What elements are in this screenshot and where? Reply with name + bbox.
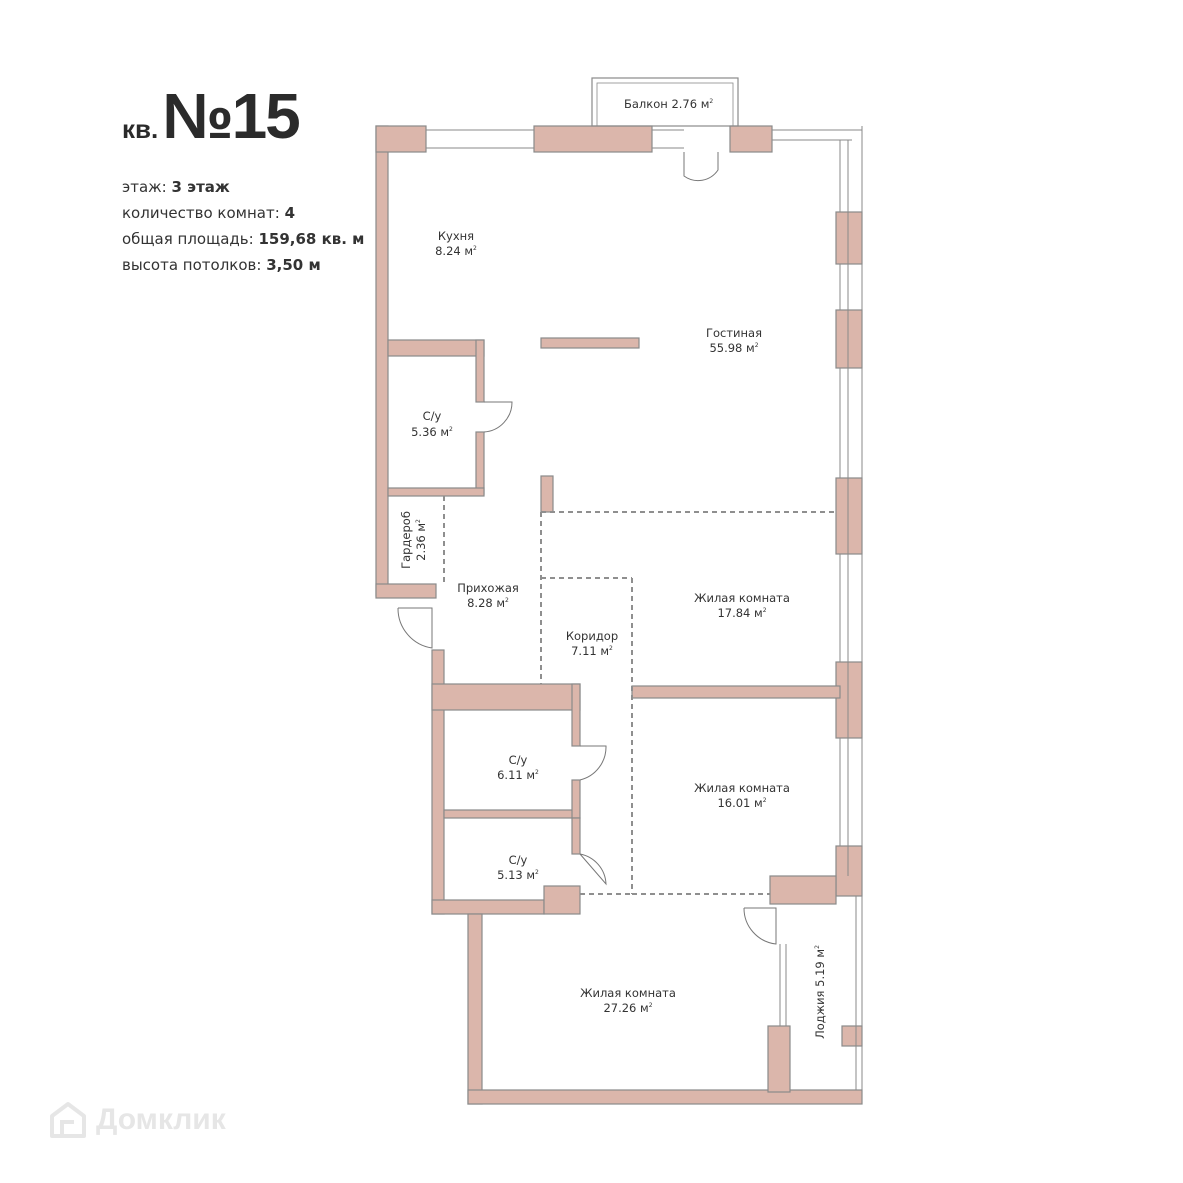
label-bedroom3: Жилая комната	[580, 986, 676, 1000]
area-bath2: 6.11 м2	[497, 768, 539, 782]
area-wardrobe: 2.36 м2	[414, 519, 428, 561]
wall-segment	[769, 875, 837, 905]
wall-segment	[387, 339, 485, 357]
area-bath3: 5.13 м2	[497, 868, 539, 882]
walls	[375, 125, 863, 1105]
apartment-info: этаж: 3 этаж количество комнат: 4 общая …	[122, 174, 364, 278]
door-balcony	[683, 152, 719, 182]
label-loggia-group: Лоджия 5.19 м2	[813, 945, 827, 1039]
wall-segment	[533, 125, 653, 153]
area-bedroom1: 17.84 м2	[717, 606, 766, 620]
door-bath2	[579, 745, 607, 781]
wall-segment	[375, 583, 437, 599]
wall-segment	[443, 809, 579, 819]
label-bath3: С/у	[509, 853, 528, 867]
door-bedroom3	[743, 907, 777, 945]
label-hall: Прихожая	[457, 581, 519, 595]
label-bedroom2: Жилая комната	[694, 781, 790, 795]
label-loggia: Лоджия 5.19 м2	[813, 945, 827, 1039]
info-ceiling: высота потолков: 3,50 м	[122, 256, 321, 274]
info-area: общая площадь: 159,68 кв. м	[122, 230, 365, 248]
door-entrance	[397, 607, 433, 649]
wall-segment	[631, 685, 841, 699]
label-bath2: С/у	[509, 753, 528, 767]
wall-segment	[467, 913, 483, 1105]
wall-segment	[375, 125, 427, 153]
wall-segment	[475, 339, 485, 403]
door-bath1	[483, 401, 513, 433]
balcony	[591, 77, 739, 127]
wall-segment	[835, 211, 863, 265]
label-kitchen: Кухня	[438, 229, 474, 243]
label-bath1: С/у	[423, 409, 442, 423]
wall-segment	[841, 1025, 863, 1047]
area-living: 55.98 м2	[709, 341, 758, 355]
wall-segment	[467, 1089, 863, 1105]
domclick-logo-icon	[50, 1102, 86, 1138]
title-prefix: кв.	[122, 114, 159, 144]
area-bedroom2: 16.01 м2	[717, 796, 766, 810]
wall-segment	[431, 899, 545, 915]
door-bath3	[579, 853, 607, 886]
info-floor: этаж: 3 этаж	[122, 178, 230, 196]
wall-segment	[729, 125, 773, 153]
area-bedroom3: 27.26 м2	[603, 1001, 652, 1015]
wall-segment	[835, 845, 863, 897]
wall-segment	[375, 125, 389, 597]
wall-segment	[475, 431, 485, 495]
wall-segment	[571, 779, 581, 819]
label-living: Гостиная	[706, 326, 762, 340]
label-corridor: Коридор	[566, 629, 618, 643]
balcony-inner	[596, 82, 734, 127]
apartment-title: кв. №15	[122, 80, 301, 152]
area-corridor: 7.11 м2	[571, 644, 613, 658]
wall-segment	[835, 477, 863, 555]
wall-segment	[835, 661, 863, 739]
wall-segment	[767, 1025, 791, 1093]
area-kitchen: 8.24 м2	[435, 244, 477, 258]
doors	[397, 152, 777, 945]
wall-segment	[571, 817, 581, 855]
info-rooms: количество комнат: 4	[122, 204, 295, 222]
zone-borders	[443, 496, 836, 895]
wall-segment	[387, 487, 485, 497]
area-hall: 8.28 м2	[467, 596, 509, 610]
watermark: Домклик	[48, 1100, 226, 1140]
watermark-text: Домклик	[96, 1103, 226, 1136]
area-bath1: 5.36 м2	[411, 425, 453, 439]
label-wardrobe: Гардероб	[399, 511, 413, 569]
label-bedroom1: Жилая комната	[694, 591, 790, 605]
apartment-number: №15	[162, 80, 301, 152]
wall-segment	[431, 683, 581, 711]
label-balcony: Балкон 2.76 м2	[624, 97, 713, 111]
wall-segment	[835, 309, 863, 369]
label-wardrobe-group: Гардероб 2.36 м2	[399, 511, 428, 569]
column	[540, 475, 554, 513]
room-labels: Балкон 2.76 м2 Кухня 8.24 м2 Гостиная 55…	[399, 97, 827, 1039]
wall-segment	[543, 885, 581, 915]
windows	[426, 126, 863, 1104]
kitchen-island	[540, 337, 640, 349]
wall-segment	[571, 683, 581, 747]
